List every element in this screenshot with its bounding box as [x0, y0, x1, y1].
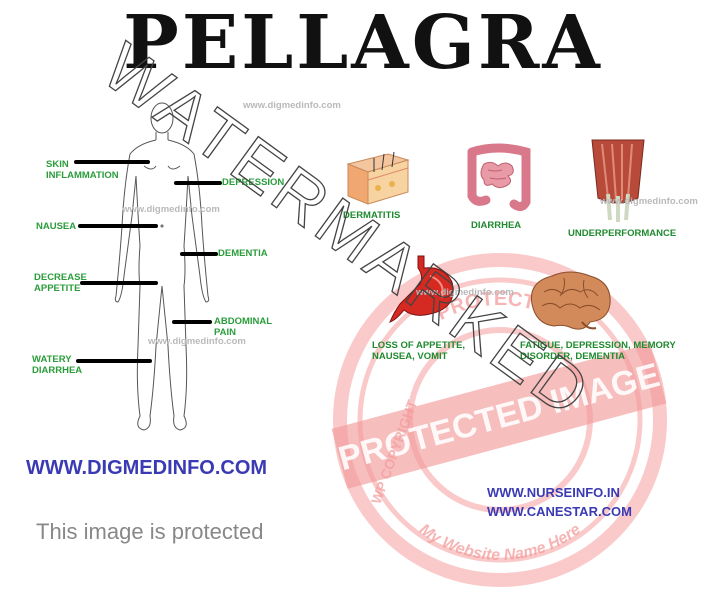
leader-skin-inflammation [74, 160, 150, 164]
digmedinfo-url[interactable]: WWW.DIGMEDINFO.COM [26, 457, 268, 479]
site-watermark: www.digmedinfo.com [148, 336, 246, 347]
skin-cross-section-image [346, 151, 410, 205]
leader-abdominal-pain [172, 320, 212, 324]
leader-watery-diarrhea [76, 359, 152, 363]
stomach-image [389, 255, 454, 323]
site-watermark: www.digmedinfo.com [600, 196, 698, 207]
human-body-diagram [114, 102, 210, 431]
watermark-text: WATERMARKED [89, 29, 606, 434]
label-dementia: DEMENTIA [218, 248, 268, 259]
label-watery-diarrhea: WATERY DIARRHEA [32, 354, 83, 376]
label-decrease-appetite: DECREASE APPETITE [34, 272, 87, 294]
caption-fatigue-dementia: FATIGUE, DEPRESSION, MEMORY DISORDER, DE… [520, 340, 676, 362]
protected-notice: This image is protected [36, 519, 264, 544]
leader-depression [174, 181, 222, 185]
muscle-image [591, 139, 645, 222]
brain-image [530, 271, 611, 330]
leader-decrease-appetite [80, 281, 158, 285]
caption-dermatitis: DERMATITIS [343, 210, 401, 221]
page-title: PELLAGRA [123, 0, 603, 86]
label-nausea: NAUSEA [36, 221, 77, 232]
label-depression: DEPRESSION [222, 177, 285, 188]
site-watermark: www.digmedinfo.com [416, 287, 514, 298]
site-watermark: www.digmedinfo.com [122, 204, 220, 215]
caption-diarrhea: DIARRHEA [471, 220, 522, 231]
intestine-image [467, 143, 531, 212]
nurseinfo-url[interactable]: WWW.NURSEINFO.IN [487, 485, 620, 500]
canestar-url[interactable]: WWW.CANESTAR.COM [487, 504, 632, 519]
site-watermark: www.digmedinfo.com [243, 100, 341, 111]
caption-underperformance: UNDERPERFORMANCE [568, 228, 677, 239]
caption-loss-of-appetite: LOSS OF APPETITE, NAUSEA, VOMIT [372, 340, 466, 362]
label-skin-inflammation: SKIN INFLAMMATION [46, 159, 119, 181]
leader-dementia [180, 252, 218, 256]
label-abdominal-pain: ABDOMINAL PAIN [214, 316, 273, 338]
leader-nausea [78, 224, 158, 228]
